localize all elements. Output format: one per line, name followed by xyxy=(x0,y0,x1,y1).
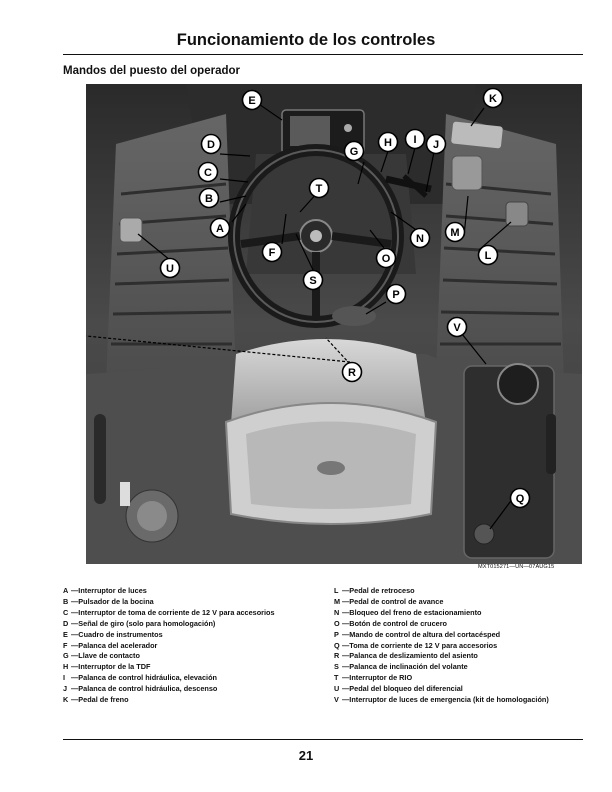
svg-text:J: J xyxy=(433,139,439,151)
svg-text:U: U xyxy=(166,263,174,275)
svg-text:L: L xyxy=(485,250,492,262)
callout-group: A B C D E F G H I J K L M N O P Q R S T U V xyxy=(159,87,531,509)
svg-text:T: T xyxy=(316,183,323,195)
svg-text:E: E xyxy=(248,95,255,107)
callout-r: R xyxy=(341,361,363,383)
callout-i: I xyxy=(404,128,426,150)
svg-text:I: I xyxy=(413,134,416,146)
svg-text:C: C xyxy=(204,167,212,179)
svg-text:O: O xyxy=(382,253,391,265)
page-number: 21 xyxy=(298,748,314,763)
leader-K xyxy=(470,107,485,127)
page-title: Funcionamiento de los controles xyxy=(176,31,436,49)
legend-item: I—Palanca de control hidráulica, elevaci… xyxy=(63,673,217,683)
callout-k: K xyxy=(482,87,504,109)
callout-t: T xyxy=(308,177,330,199)
svg-text:R: R xyxy=(348,367,356,379)
legend-item: J—Palanca de control hidráulica, descens… xyxy=(63,684,218,694)
svg-text:G: G xyxy=(350,146,359,158)
operator-station-photo: A B C D E F G H I J K L M N O P Q R S T U V xyxy=(86,84,582,564)
callout-o: O xyxy=(375,247,397,269)
svg-text:K: K xyxy=(489,93,497,105)
legend-item: F—Palanca del acelerador xyxy=(63,640,158,650)
section-title: Mandos del puesto del operador xyxy=(63,65,240,77)
legend-item: C—Interruptor de toma de corriente de 12… xyxy=(63,607,275,617)
legend-item: Q—Toma de corriente de 12 V para accesor… xyxy=(334,640,498,650)
svg-text:D: D xyxy=(207,139,215,151)
legend-item: R—Palanca de deslizamiento del asiento xyxy=(334,651,478,661)
svg-text:F: F xyxy=(269,247,276,259)
legend-item: V—Interruptor de luces de emergencia (ki… xyxy=(334,695,549,705)
header-rule xyxy=(63,54,583,55)
callout-f: F xyxy=(261,241,283,263)
svg-text:N: N xyxy=(416,233,424,245)
legend-right: L—Pedal de retroceso M—Pedal de control … xyxy=(334,586,549,706)
legend-item: D—Señal de giro (solo para homologación) xyxy=(63,618,216,628)
callout-p: P xyxy=(385,283,407,305)
legend-item: G—Llave de contacto xyxy=(63,651,140,661)
callout-n: N xyxy=(409,227,431,249)
legend-item: U—Pedal del bloqueo del diferencial xyxy=(334,684,463,694)
legend-item: S—Palanca de inclinación del volante xyxy=(334,662,468,672)
svg-text:S: S xyxy=(309,275,316,287)
svg-text:A: A xyxy=(216,223,224,235)
callout-d: D xyxy=(200,133,222,155)
callout-v: V xyxy=(446,316,468,338)
callout-s: S xyxy=(302,269,324,291)
callout-j: J xyxy=(425,133,447,155)
callout-e: E xyxy=(241,89,263,111)
legend-item: P—Mando de control de altura del cortacé… xyxy=(334,629,501,639)
callout-l: L xyxy=(477,244,499,266)
legend-item: A—Interruptor de luces xyxy=(63,586,147,595)
svg-text:B: B xyxy=(205,193,213,205)
svg-text:H: H xyxy=(384,137,392,149)
figure-credit: MXT015271—UN—07AUG15 xyxy=(478,564,555,570)
legend-item: N—Bloqueo del freno de estacionamiento xyxy=(334,607,482,617)
legend-left: A—Interruptor de luces B—Pulsador de la … xyxy=(63,586,275,706)
callout-h: H xyxy=(377,131,399,153)
legend-item: L—Pedal de retroceso xyxy=(334,586,415,595)
callout-m: M xyxy=(444,221,466,243)
legend-item: K—Pedal de freno xyxy=(63,695,129,705)
svg-text:V: V xyxy=(453,322,461,334)
callout-q: Q xyxy=(509,487,531,509)
svg-text:P: P xyxy=(392,289,399,301)
legend-item: E—Cuadro de instrumentos xyxy=(63,629,163,639)
svg-text:M: M xyxy=(450,227,459,239)
legend-item: H—Interruptor de la TDF xyxy=(63,662,151,672)
callout-b: B xyxy=(198,187,220,209)
callout-a: A xyxy=(209,217,231,239)
callout-u: U xyxy=(159,257,181,279)
callout-c: C xyxy=(197,161,219,183)
legend-item: O—Botón de control de crucero xyxy=(334,618,448,628)
legend-item: T—Interruptor de RIO xyxy=(334,673,413,683)
legend-item: B—Pulsador de la bocina xyxy=(63,596,154,606)
legend-item: M—Pedal de control de avance xyxy=(334,596,444,606)
footer-rule xyxy=(63,739,583,740)
svg-text:Q: Q xyxy=(516,493,525,505)
callout-g: G xyxy=(343,140,365,162)
